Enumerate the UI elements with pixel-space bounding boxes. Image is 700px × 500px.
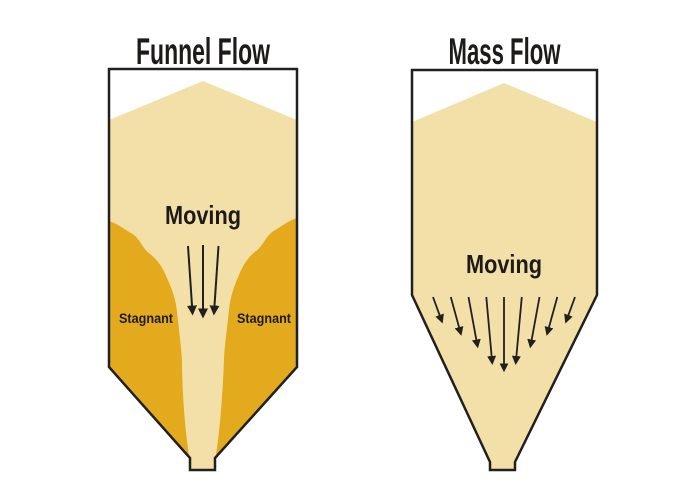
funnel-flow-arrows bbox=[187, 245, 220, 319]
down-arrow-icon bbox=[449, 296, 464, 336]
down-arrow-icon bbox=[511, 296, 523, 365]
funnel-stagnant-region-left bbox=[109, 221, 190, 458]
funnel-hopper-outline bbox=[107, 67, 299, 472]
mass-flow-arrows bbox=[432, 296, 576, 373]
funnel-flow-title: Funnel Flow bbox=[136, 31, 270, 72]
down-arrow-icon bbox=[564, 296, 576, 324]
down-arrow-icon bbox=[467, 296, 481, 349]
down-arrow-icon bbox=[527, 296, 541, 349]
funnel-flow-diagram: Funnel Flow Moving Stagnant Stagnant bbox=[107, 31, 299, 472]
mass-flow-title: Mass Flow bbox=[449, 31, 561, 72]
down-arrow-icon bbox=[485, 296, 497, 365]
mass-moving-label: Moving bbox=[466, 249, 542, 279]
down-arrow-icon bbox=[544, 296, 559, 336]
funnel-stagnant-region-right bbox=[215, 218, 297, 458]
funnel-moving-label: Moving bbox=[165, 200, 241, 230]
funnel-stagnant-left-label: Stagnant bbox=[119, 310, 173, 326]
mass-hopper-outline bbox=[410, 68, 599, 472]
funnel-stagnant-right-label: Stagnant bbox=[237, 310, 291, 326]
down-arrow-icon bbox=[209, 245, 220, 316]
mass-moving-material bbox=[412, 83, 597, 470]
mass-flow-diagram: Mass Flow Moving bbox=[410, 31, 599, 472]
down-arrow-icon bbox=[187, 245, 197, 316]
down-arrow-icon bbox=[432, 296, 444, 324]
